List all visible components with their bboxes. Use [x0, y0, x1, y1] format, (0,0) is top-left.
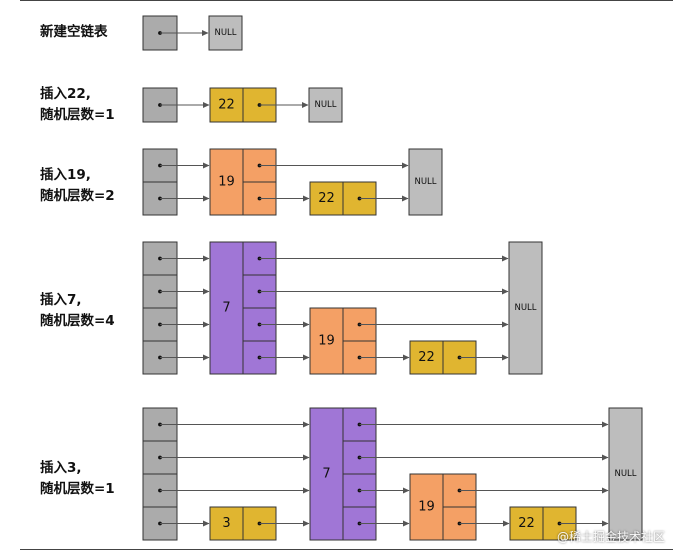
section-label-empty: 新建空链表	[40, 22, 108, 43]
node-value-cell	[409, 340, 444, 375]
top-border-line	[20, 0, 673, 1]
node-value-cell	[309, 407, 344, 541]
node-value-label: 19	[318, 334, 335, 349]
node-value-cell	[409, 473, 444, 541]
null-label: NULL	[414, 177, 436, 187]
node-value-label: 22	[318, 191, 335, 206]
label-line: 插入3,	[40, 460, 82, 476]
null-box	[208, 15, 243, 51]
label-line: 新建空链表	[40, 24, 108, 40]
bottom-border-line	[20, 549, 673, 550]
node-value-label: 22	[518, 516, 535, 531]
watermark: @稀土掘金技术社区	[556, 530, 665, 544]
label-line: 随机层数=4	[40, 313, 115, 329]
node-value-cell	[209, 241, 244, 375]
label-line: 随机层数=1	[40, 481, 115, 497]
label-line: 插入19,	[40, 167, 91, 183]
node-value-label: 19	[218, 175, 235, 190]
null-box	[508, 241, 543, 375]
null-box	[408, 148, 443, 216]
section-label-insert-22: 插入22, 随机层数=1	[40, 84, 115, 126]
node-value-label: 22	[418, 350, 435, 365]
node-value-cell	[509, 506, 544, 541]
label-line: 插入22,	[40, 86, 91, 102]
node-value-label: 3	[222, 516, 230, 531]
node-value-label: 19	[418, 500, 435, 515]
section-label-insert-7: 插入7, 随机层数=4	[40, 290, 115, 332]
section-label-insert-3: 插入3, 随机层数=1	[40, 458, 115, 500]
null-label: NULL	[214, 28, 236, 38]
node-value-label: 7	[322, 467, 330, 482]
node-value-label: 7	[222, 301, 230, 316]
node-value-label: 22	[218, 98, 235, 113]
node-value-cell	[309, 181, 344, 216]
section-label-insert-19: 插入19, 随机层数=2	[40, 165, 115, 207]
null-box	[308, 87, 343, 123]
null-label: NULL	[614, 469, 636, 479]
null-label: NULL	[314, 100, 336, 110]
node-value-cell	[209, 506, 244, 541]
null-label: NULL	[514, 303, 536, 313]
label-line: 随机层数=1	[40, 107, 115, 123]
label-line: 随机层数=2	[40, 188, 115, 204]
null-box	[608, 407, 643, 541]
label-line: 插入7,	[40, 292, 82, 308]
node-value-cell	[209, 87, 244, 123]
